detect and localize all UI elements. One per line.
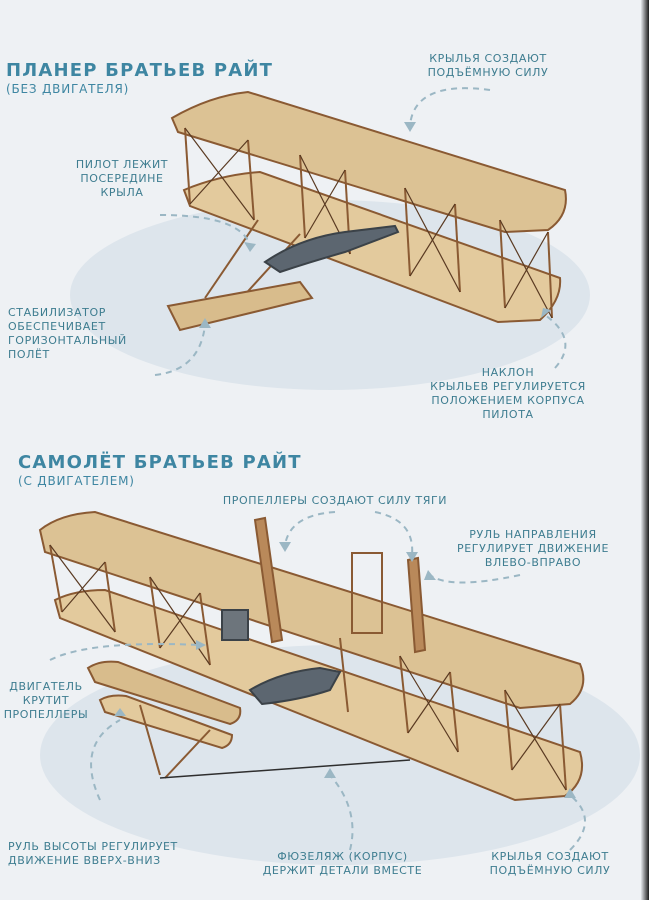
plane-rudder-label: Руль направления регулирует движение вле… — [448, 528, 618, 570]
glider-wings-lift-label: Крылья создают подъёмную силу — [398, 52, 578, 80]
plane-propellers-label: Пропеллеры создают силу тяги — [200, 494, 470, 508]
glider-title: Планер братьев Райт — [6, 60, 273, 81]
plane-fuselage-label: Фюзеляж (корпус) держит детали вместе — [255, 850, 430, 878]
plane-title: Самолёт братьев Райт — [18, 452, 302, 473]
plane-engine — [222, 610, 248, 640]
glider-stabilizer-label: Стабилизатор обеспечивает горизонтальный… — [8, 306, 168, 362]
glider-pilot-label: Пилот лежит посередине крыла — [52, 158, 192, 200]
glider-tilt-label: Наклон крыльев регулируется положением к… — [408, 366, 608, 422]
plane-engine-label: Двигатель крутит пропеллеры — [0, 680, 92, 722]
glider-subtitle: (без двигателя) — [6, 82, 129, 96]
plane-elevator-label: Руль высоты регулирует движение вверх-вн… — [8, 840, 208, 868]
plane-subtitle: (с двигателем) — [18, 474, 135, 488]
page-edge-shadow — [641, 0, 649, 900]
plane-wings-lift-label: Крылья создают подъёмную силу — [470, 850, 630, 878]
